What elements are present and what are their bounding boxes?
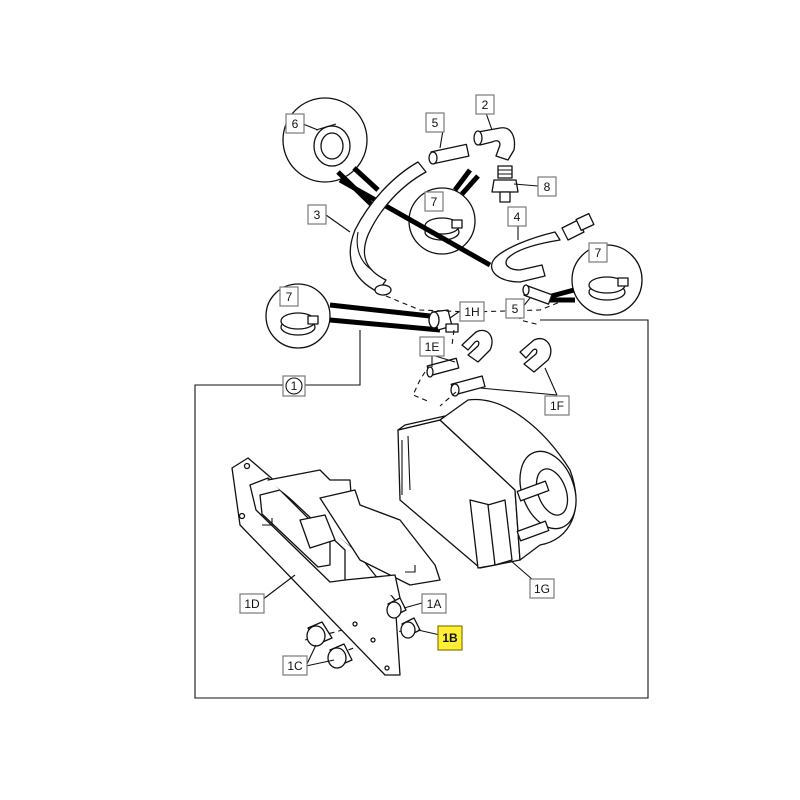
connector-5-lower <box>522 284 553 305</box>
label-1C: 1C <box>282 655 308 676</box>
bracket-1D <box>231 457 441 676</box>
leader-lines <box>261 112 558 667</box>
svg-text:1G: 1G <box>534 582 550 596</box>
svg-text:6: 6 <box>292 117 299 131</box>
svg-text:1: 1 <box>291 379 298 393</box>
detail-pointers <box>329 166 575 333</box>
label-4: 4 <box>507 206 527 227</box>
svg-text:2: 2 <box>482 98 489 112</box>
nut-1B <box>400 617 421 639</box>
label-1B: 1B <box>437 625 463 651</box>
connector-5-top <box>428 143 470 165</box>
svg-text:8: 8 <box>544 180 551 194</box>
svg-text:3: 3 <box>314 208 321 222</box>
label-6: 6 <box>285 113 305 134</box>
nut-1A <box>386 597 407 619</box>
label-5-top: 5 <box>425 112 445 133</box>
label-1: 1 <box>282 375 306 397</box>
elbow-2 <box>477 127 516 161</box>
label-1F: 1F <box>544 395 570 416</box>
valve-1H <box>428 309 459 333</box>
svg-text:1H: 1H <box>464 305 479 319</box>
hose-4 <box>490 231 561 283</box>
svg-text:1A: 1A <box>427 597 442 611</box>
label-1G: 1G <box>529 578 555 599</box>
detail-circle-7-right <box>571 244 643 316</box>
knob-1C-upper <box>306 621 333 647</box>
knob-1C-lower <box>327 643 353 669</box>
tube-1E <box>426 357 460 378</box>
svg-text:1B: 1B <box>442 631 458 645</box>
heater-1G <box>397 398 577 569</box>
svg-text:1D: 1D <box>244 597 260 611</box>
elbow-1F <box>519 337 552 373</box>
label-2: 2 <box>475 94 495 115</box>
label-5-lower: 5 <box>505 298 525 319</box>
label-7-left: 7 <box>279 286 299 307</box>
label-3: 3 <box>307 204 327 225</box>
tube-1F <box>450 375 486 397</box>
svg-text:1C: 1C <box>287 659 303 673</box>
svg-text:4: 4 <box>514 210 521 224</box>
label-1H: 1H <box>459 301 485 322</box>
label-1D: 1D <box>239 593 265 614</box>
svg-text:1E: 1E <box>425 340 440 354</box>
svg-text:5: 5 <box>512 302 519 316</box>
label-1E: 1E <box>419 336 445 357</box>
label-7-top: 7 <box>424 191 444 212</box>
assembly-frame <box>194 319 649 699</box>
svg-text:7: 7 <box>595 246 602 260</box>
fitting-8-side <box>561 212 595 241</box>
elbow-1E <box>461 329 493 363</box>
label-7-right: 7 <box>588 242 608 263</box>
svg-text:1F: 1F <box>550 399 564 413</box>
label-1A: 1A <box>421 593 447 614</box>
label-8: 8 <box>537 176 557 197</box>
fitting-8 <box>491 165 519 203</box>
svg-text:5: 5 <box>432 116 439 130</box>
svg-text:7: 7 <box>286 290 293 304</box>
svg-text:7: 7 <box>431 195 438 209</box>
